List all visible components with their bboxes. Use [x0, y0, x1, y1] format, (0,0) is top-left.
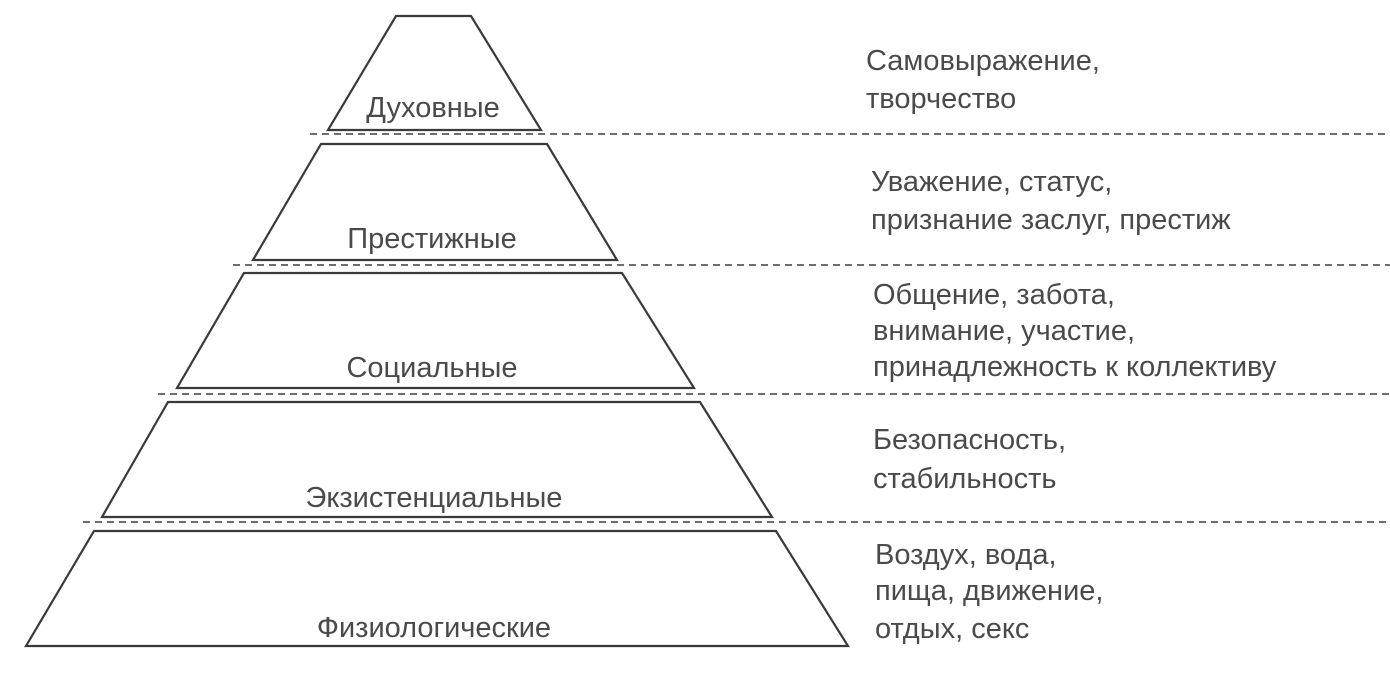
- description-line: признание заслуг, престиж: [871, 204, 1231, 236]
- description-physiological: Воздух, вода, пища, движение, отдых, сек…: [875, 539, 1103, 645]
- description-spiritual: Самовыражение, творчество: [866, 45, 1100, 115]
- description-line: Безопасность,: [873, 424, 1066, 456]
- pyramid-level-social-shape: [175, 271, 696, 390]
- description-line: принадлежность к коллективу: [873, 351, 1277, 383]
- description-line: внимание, участие,: [873, 315, 1135, 347]
- description-social: Общение, забота, внимание, участие, прин…: [873, 279, 1277, 383]
- pyramid-level-spiritual-shape: [326, 14, 543, 132]
- description-existential: Безопасность, стабильность: [873, 424, 1066, 495]
- pyramid-level-spiritual-label: Духовные: [366, 92, 499, 124]
- pyramid-level-existential: Экзистенциальные: [100, 400, 774, 519]
- pyramid-level-social: Социальные: [175, 271, 696, 390]
- description-line: Общение, забота,: [873, 279, 1115, 311]
- pyramid-level-existential-shape: [100, 400, 774, 519]
- description-line: пища, движение,: [875, 575, 1103, 607]
- pyramid-level-physiological: Физиологические: [24, 529, 850, 648]
- pyramid-level-physiological-shape: [24, 529, 850, 648]
- description-line: Воздух, вода,: [875, 539, 1057, 571]
- pyramid-level-spiritual: Духовные: [326, 14, 543, 132]
- description-line: творчество: [866, 83, 1016, 115]
- pyramid-level-prestige: Престижные: [251, 142, 619, 262]
- pyramid-level-existential-label: Экзистенциальные: [306, 482, 563, 514]
- description-line: отдых, секс: [875, 613, 1029, 645]
- pyramid-level-prestige-label: Престижные: [347, 223, 516, 255]
- pyramid-level-prestige-shape: [251, 142, 619, 262]
- description-line: Уважение, статус,: [871, 166, 1112, 198]
- pyramid-level-physiological-label: Физиологические: [317, 612, 551, 644]
- pyramid-level-social-label: Социальные: [346, 352, 517, 384]
- description-prestige: Уважение, статус, признание заслуг, прес…: [871, 166, 1231, 236]
- description-line: Самовыражение,: [866, 45, 1100, 77]
- description-line: стабильность: [873, 463, 1056, 495]
